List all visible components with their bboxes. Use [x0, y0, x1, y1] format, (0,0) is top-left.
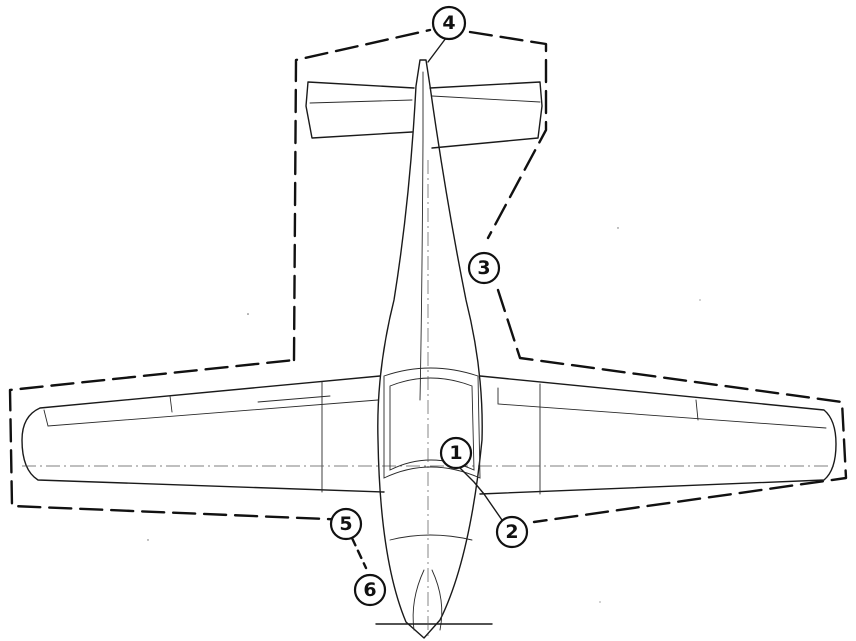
stabilizer-right: [429, 81, 543, 149]
wing: [21, 375, 837, 495]
fuselage-spine: [419, 71, 424, 401]
leader-line-4: [427, 37, 447, 63]
flap-hinge-left-1: [169, 395, 173, 413]
leader-line-1: [457, 465, 485, 495]
aileron-left: [43, 399, 379, 427]
callout-marker-4: 4: [431, 5, 467, 41]
callout-label-1: 1: [449, 442, 462, 464]
spinner: [412, 569, 443, 631]
callout-label-5: 5: [339, 513, 352, 535]
callout-label-3: 3: [477, 257, 490, 279]
callout-label-6: 6: [363, 579, 376, 601]
horizontal-stabilizer: [305, 81, 543, 149]
scan-noise: [147, 227, 701, 603]
callout-marker-5: 5: [329, 507, 363, 541]
callout-marker-2: 2: [495, 515, 529, 549]
leader-line-6: [350, 536, 368, 570]
zone-boundary-outline: [8, 28, 848, 524]
leader-line-2: [483, 493, 503, 521]
flap-hinge-right: [695, 399, 699, 421]
callout-marker-6: 6: [353, 573, 387, 607]
callout-label-4: 4: [442, 12, 455, 34]
stabilizer-left: [305, 81, 415, 139]
callout-marker-3: 3: [467, 251, 501, 285]
fuselage-outline: [377, 59, 483, 639]
wing-left: [21, 375, 385, 493]
canopy-frame: [383, 367, 481, 479]
fuselage: [375, 59, 493, 640]
flap-hinge-left-2: [257, 395, 331, 403]
wing-right: [479, 375, 837, 495]
elevator-line-left: [309, 99, 413, 104]
canopy-inner: [389, 377, 475, 471]
callout-label-2: 2: [505, 521, 518, 543]
elevator-line-right: [431, 95, 541, 103]
cowling-line: [389, 534, 473, 541]
aileron-right: [497, 387, 827, 429]
callout-marker-1: 1: [439, 436, 473, 470]
